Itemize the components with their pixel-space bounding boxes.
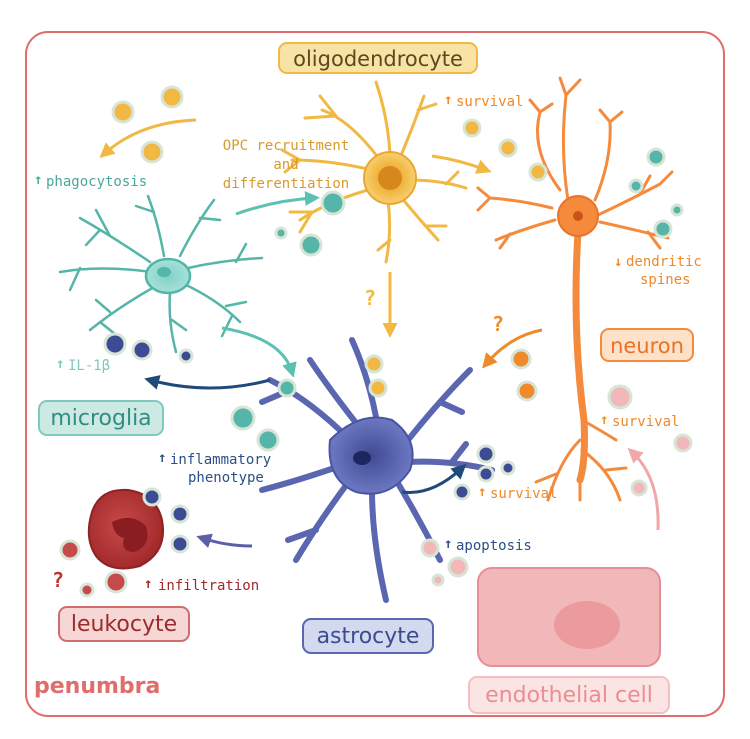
opc-annotation-line3: differentiation	[222, 176, 350, 192]
microglia-label: microglia	[38, 400, 164, 436]
down-arrow-icon: ↓	[614, 254, 623, 270]
opc-annotation-line2: and	[273, 157, 299, 173]
leukocyte-cell	[87, 488, 164, 570]
up-arrow-icon: ↑	[56, 356, 65, 372]
infiltration-text: infiltration	[158, 578, 260, 594]
up-arrow-icon: ↑	[478, 484, 487, 500]
question-mark-leukocyte: ?	[52, 568, 65, 592]
phagocytosis-text: phagocytosis	[46, 174, 148, 190]
arrow-astro-to-microglia	[144, 375, 271, 390]
astrocyte-label: astrocyte	[302, 618, 434, 654]
arrow-astro-to-leukocyte	[196, 533, 253, 548]
survival-top-text: survival	[456, 94, 524, 110]
question-mark-olig: ?	[364, 286, 377, 310]
arrow-microglia-to-astro	[221, 326, 297, 378]
up-arrow-icon: ↑	[34, 172, 43, 188]
leukocyte-label: leukocyte	[58, 606, 190, 642]
penumbra-border	[25, 31, 725, 717]
il1b-text: IL-1β	[68, 358, 111, 374]
up-arrow-icon: ↑	[444, 536, 453, 552]
apoptosis-text: apoptosis	[456, 538, 532, 554]
opc-annotation-line1: OPC recruitment	[222, 138, 350, 154]
arrow-astro-to-neuron	[401, 463, 467, 494]
arrow-olig-to-neuron	[431, 154, 492, 174]
neuron-cell	[476, 76, 674, 502]
endothelial-cell	[477, 567, 661, 667]
microglia-cell	[58, 194, 264, 354]
inflammatory-text: inflammatory	[170, 452, 272, 468]
survival-bottom-text: survival	[490, 486, 558, 502]
up-arrow-icon: ↑	[158, 450, 167, 466]
arrow-microglia-to-olig	[235, 190, 320, 216]
dendritic-text: dendritic	[626, 254, 702, 270]
penumbra-label: penumbra	[34, 674, 161, 699]
survival-right-text: survival	[612, 414, 680, 430]
oligodendrocyte-label: oligodendrocyte	[278, 42, 478, 74]
oligodendrocyte-cell	[280, 80, 468, 264]
neuron-label: neuron	[600, 328, 694, 362]
phenotype-text: phenotype	[188, 470, 264, 486]
spines-text: spines	[640, 272, 691, 288]
arrow-endothelial-to-neuron	[627, 447, 660, 531]
vesicles	[59, 85, 693, 598]
up-arrow-icon: ↑	[144, 576, 153, 592]
up-arrow-icon: ↑	[444, 92, 453, 108]
astrocyte-cell	[259, 337, 495, 603]
arrow-neuron-to-astro	[482, 328, 543, 369]
question-mark-neuron: ?	[492, 312, 505, 336]
up-arrow-icon: ↑	[600, 412, 609, 428]
endothelial-label: endothelial cell	[468, 676, 670, 714]
arrow-to-phagocytosis	[99, 118, 197, 158]
